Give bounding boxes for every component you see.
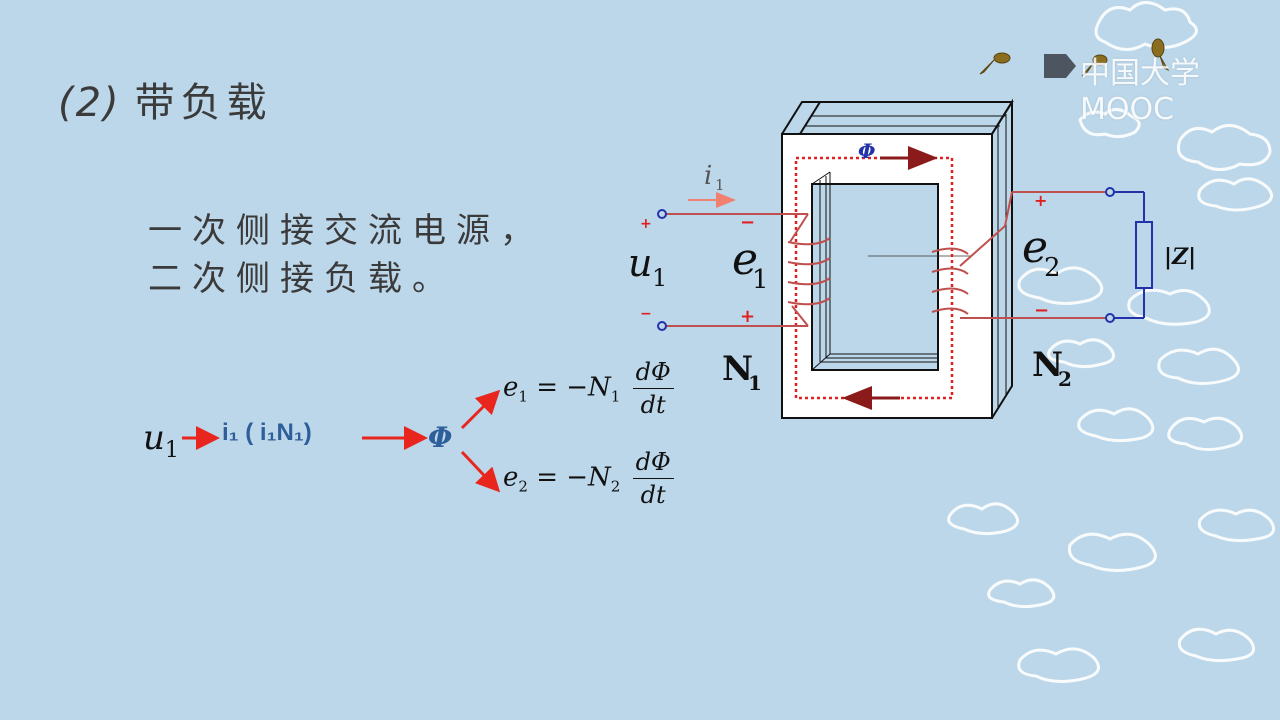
polarity-u1-minus: − [640, 306, 652, 322]
chain-phi: Φ [428, 421, 453, 454]
eq2-numerator: dΦ [632, 448, 674, 479]
slide-title: (2) 带负载 [58, 70, 273, 128]
polarity-e1-plus: + [740, 306, 755, 327]
eq2-rhs: = −N [536, 462, 611, 493]
title-text: 带负载 [134, 80, 273, 126]
eq2-e-sub: 2 [518, 477, 528, 496]
equation-e1: e1 = −N1 dΦ dt [503, 358, 674, 419]
polarity-e2-plus: + [1034, 191, 1047, 210]
e1-label: e [732, 234, 758, 285]
secondary-winding [931, 191, 1110, 319]
N2-label: N [1032, 345, 1063, 385]
z-label: |Z| [1164, 244, 1196, 270]
description-line-1: 一次侧接交流电源， [148, 211, 544, 251]
e2-sub: 2 [1044, 253, 1061, 283]
eq1-n-sub: 1 [610, 387, 621, 406]
chain-u1: u1 [143, 418, 179, 463]
mooc-logo-icon [1044, 54, 1076, 78]
secondary-terminal-bottom [1105, 313, 1115, 323]
eq1-rhs: = −N [536, 372, 611, 403]
equation-e2: e2 = −N2 dΦ dt [503, 448, 674, 509]
N1-sub: 1 [748, 371, 762, 395]
eq2-e: e [503, 462, 519, 493]
eq1-fraction: dΦ dt [632, 358, 674, 419]
eq2-fraction: dΦ dt [632, 448, 674, 509]
watermark: 中国大学MOOC [1080, 56, 1200, 127]
chain-u-sub: 1 [164, 437, 179, 463]
title-number: (2) [58, 80, 121, 126]
chain-arrows [182, 389, 501, 493]
phi-label: Φ [858, 139, 876, 163]
secondary-terminal-top [1105, 187, 1115, 197]
arrow-phi-to-e1 [460, 389, 501, 430]
i1-sub: 1 [715, 176, 725, 194]
N2-sub: 2 [1058, 367, 1072, 391]
description-line-2: 二次侧接负载。 [148, 259, 456, 299]
transformer-core [781, 98, 1014, 419]
eq2-denominator: dt [640, 481, 666, 509]
eq2-n-sub: 2 [610, 477, 621, 496]
primary-winding [662, 213, 831, 327]
eq1-numerator: dΦ [632, 358, 674, 389]
eq1-denominator: dt [640, 391, 666, 419]
chain-i1: i₁ ( i₁N₁) [222, 419, 312, 446]
arrow-phi-to-e2 [460, 450, 501, 493]
polarity-e2-minus: − [1034, 300, 1049, 321]
primary-terminal-top [657, 209, 667, 219]
primary-terminal-bottom [657, 321, 667, 331]
e2-label: e [1022, 222, 1048, 273]
u1-sub: 1 [652, 264, 667, 292]
transformer-diagram: Φ i 1 u 1 e 1 e 2 N 1 N 2 |Z| + − − + + … [628, 98, 1196, 419]
e1-sub: 1 [752, 265, 769, 295]
u1-label: u [628, 241, 652, 285]
load-circuit [1110, 191, 1153, 319]
polarity-u1-plus: + [640, 216, 652, 232]
i1-label: i [704, 161, 712, 191]
eq1-e-sub: 1 [518, 387, 528, 406]
chain-u-symbol: u [143, 418, 165, 458]
load-impedance [1135, 221, 1153, 289]
N1-label: N [722, 349, 753, 389]
bird-icon [979, 38, 1170, 77]
polarity-e1-minus: − [740, 212, 755, 233]
eq1-e: e [503, 372, 519, 403]
